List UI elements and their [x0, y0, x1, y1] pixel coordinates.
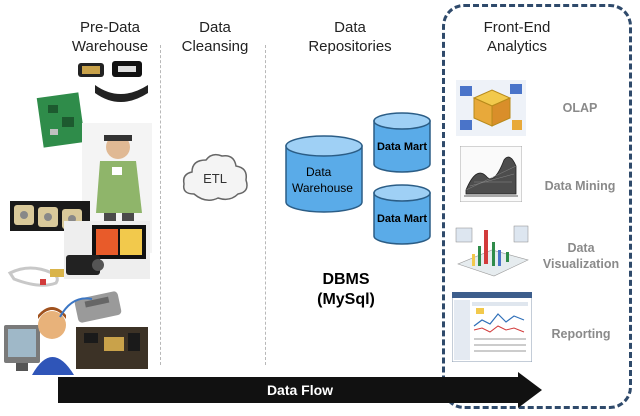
data-flow-arrow — [58, 372, 542, 408]
header-line: Data — [199, 19, 231, 36]
header-data-cleansing: Data Cleansing — [165, 18, 265, 56]
etl-label: ETL — [203, 171, 227, 186]
data-warehouse-label-line1: Data — [306, 165, 332, 179]
frontend-label-data-mining: Data Mining — [544, 179, 616, 193]
embedded-board-icon — [76, 327, 148, 369]
header-line: Data — [334, 19, 366, 36]
dbms-line1: DBMS — [322, 271, 370, 288]
frontend-label-reporting: Reporting — [551, 327, 611, 341]
header-data-repositories: Data Repositories — [285, 18, 415, 56]
circuit-board-icon — [36, 92, 86, 148]
header-line: Repositories — [308, 38, 392, 55]
surface-plot-icon — [460, 146, 522, 202]
data-mart-cylinder: Data Mart — [373, 112, 431, 173]
header-line: Front-End — [483, 19, 551, 36]
data-mart-cylinder: Data Mart — [373, 184, 431, 245]
frontend-label-line: Data — [567, 241, 595, 255]
etl-cloud: ETL — [182, 153, 248, 201]
dbms-line2: (MySql) — [317, 291, 375, 308]
data-warehouse-cylinder: Data Warehouse — [285, 135, 363, 213]
data-mart-label: Data Mart — [377, 213, 427, 225]
frontend-label-data-visualization: Data Visualization — [536, 240, 626, 272]
divider-2 — [265, 45, 266, 365]
data-logger-icon — [74, 291, 122, 323]
user-at-computer-icon — [4, 297, 93, 375]
frontend-label-line: Visualization — [542, 257, 620, 271]
divider-1 — [160, 45, 161, 365]
frontend-label-olap: OLAP — [562, 101, 598, 115]
data-mart-label: Data Mart — [377, 141, 427, 153]
probe-cable-icon — [7, 266, 64, 287]
dbms-label: DBMS (MySql) — [296, 270, 396, 310]
front-end-frame — [442, 4, 632, 409]
header-line: Pre-Data — [79, 19, 141, 36]
header-front-end-analytics: Front-End Analytics — [462, 18, 572, 56]
headband-sensor-icon — [78, 61, 148, 102]
data-warehouse-label-line2: Warehouse — [292, 181, 353, 195]
olap-cube-icon — [456, 80, 526, 136]
header-line: Cleansing — [181, 38, 249, 55]
thermal-camera-icon — [64, 221, 150, 279]
data-flow-label: Data Flow — [266, 382, 334, 398]
header-line: Analytics — [486, 38, 548, 55]
header-line: Warehouse — [71, 38, 149, 55]
pre-data-devices-illustration — [4, 61, 152, 375]
3d-bar-chart-icon — [455, 225, 529, 277]
report-screenshot-icon — [452, 292, 532, 362]
header-pre-data-warehouse: Pre-Data Warehouse — [55, 18, 165, 56]
